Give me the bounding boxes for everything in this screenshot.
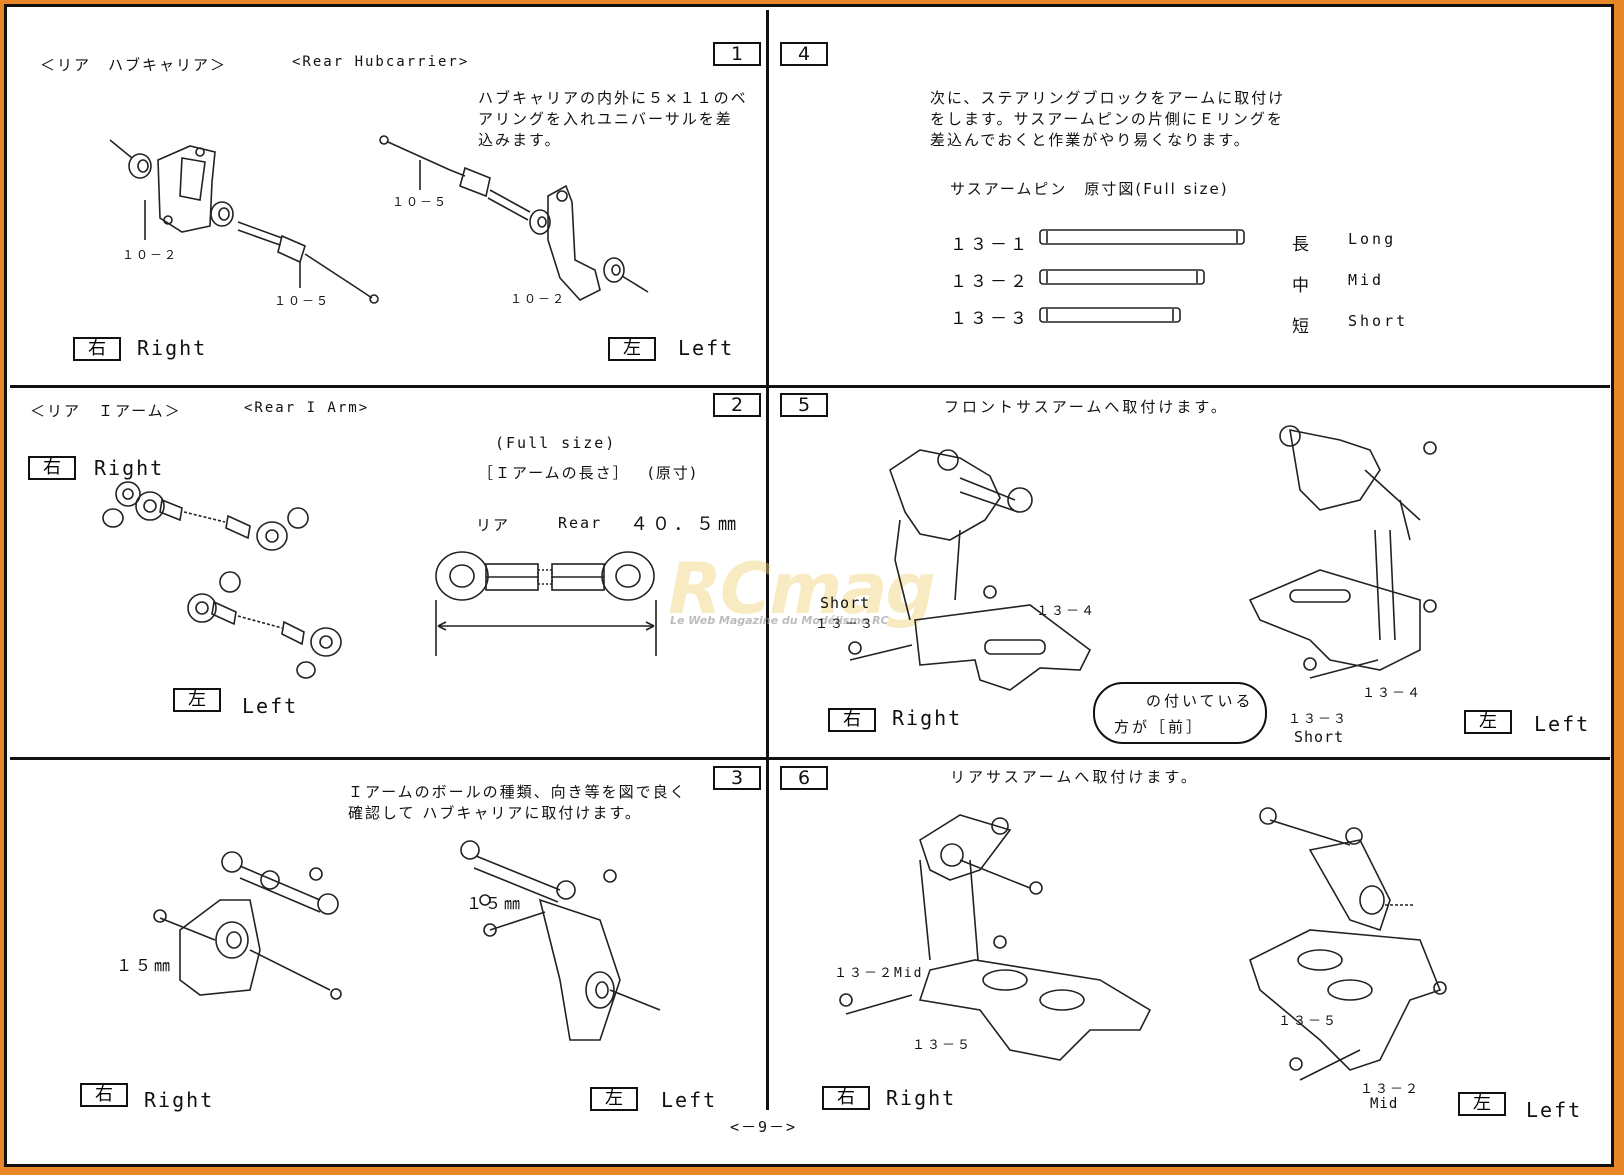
pin-size-en: Short — [1348, 312, 1409, 330]
front-arm-right-drawing — [848, 449, 1092, 691]
pin-size-kanji: 長 — [1292, 235, 1312, 255]
rear-arm-right-drawing — [839, 814, 1152, 1061]
right-label: Right — [144, 1088, 215, 1112]
hub-assembly-left-drawing — [460, 840, 661, 1041]
left-kanji-box: 左 — [173, 688, 221, 712]
part-label: １３－２ — [1360, 1082, 1421, 1097]
left-kanji-box: 左 — [590, 1087, 638, 1111]
pin-size-en: Mid — [1348, 271, 1385, 289]
right-kanji-box: 右 — [28, 456, 76, 480]
row-divider-2 — [10, 757, 1610, 760]
center-divider — [766, 10, 769, 1110]
page-frame — [4, 4, 1614, 1167]
pin-drawings — [1039, 229, 1245, 323]
step-number-6: 6 — [780, 766, 828, 790]
pin-code: １３－２ — [950, 272, 1030, 292]
section2-title-en: <Rear I Arm> — [244, 400, 370, 416]
row-divider-1 — [10, 385, 1610, 388]
step-number-4: 4 — [780, 42, 828, 66]
left-label: Left — [1526, 1098, 1583, 1122]
i-arm-left-drawing — [187, 571, 342, 679]
section2-title-jp: ＜リア Ｉアーム＞ — [30, 402, 182, 420]
step-number-3: 3 — [713, 766, 761, 790]
pin-code: １３－１ — [950, 235, 1030, 255]
step-number-2: 2 — [713, 393, 761, 417]
short-label: Short — [820, 594, 871, 612]
full-size-label: (Full size) — [495, 434, 617, 452]
front-note-line2: 方が［前］ — [1114, 718, 1205, 736]
mid-label: Mid — [1370, 1096, 1399, 1112]
left-kanji-box: 左 — [608, 337, 656, 361]
section6-instruction: リアサスアームへ取付けます。 — [950, 768, 1199, 786]
pin-size-en: Long — [1348, 230, 1397, 248]
front-note-oval — [1093, 682, 1267, 744]
hub-assembly-right-drawing — [153, 851, 342, 1000]
right-label: Right — [886, 1086, 957, 1110]
rear-label-jp: リア — [476, 516, 511, 534]
right-kanji-box: 右 — [73, 337, 121, 361]
pin-code: １３－３ — [950, 309, 1030, 329]
section3-instruction: Ｉアームのボールの種類、向き等を図で良く確認して ハブキャリアに取付けます。 — [348, 783, 687, 822]
i-arm-right-drawing — [102, 481, 309, 551]
section1-title-jp: ＜リア ハブキャリア＞ — [40, 56, 228, 74]
part-label: １０－５ — [274, 294, 331, 308]
step-number-5: 5 — [780, 393, 828, 417]
left-label: Left — [678, 336, 735, 360]
hub-carrier-right-drawing — [109, 139, 379, 304]
step-number-1: 1 — [713, 42, 761, 66]
part-label: １０－２ — [122, 248, 179, 262]
section1-title-en: <Rear Hubcarrier> — [292, 54, 470, 70]
front-arm-left-drawing — [1248, 425, 1437, 679]
front-note-line1: の付いている — [1146, 692, 1254, 710]
pin-title: サスアームピン 原寸図(Full size) — [950, 180, 1229, 198]
pin-size-kanji: 中 — [1292, 276, 1312, 296]
rear-arm-left-drawing — [1249, 807, 1447, 1081]
left-label: Left — [661, 1088, 718, 1112]
section5-instruction: フロントサスアームへ取付けます。 — [944, 398, 1229, 416]
part-label: １０－５ — [392, 195, 449, 209]
part-label: １０－２ — [510, 292, 567, 306]
left-label: Left — [1534, 712, 1591, 736]
part-label: １３－４ — [1362, 686, 1423, 701]
right-kanji-box: 右 — [828, 708, 876, 732]
right-kanji-box: 右 — [80, 1083, 128, 1107]
rear-label-en: Rear — [558, 514, 603, 532]
right-label: Right — [94, 456, 165, 480]
section4-instruction: 次に、ステアリングブロックをアームに取付けをします。サスアームピンの片側にＥリン… — [930, 89, 1286, 149]
pin-size-kanji: 短 — [1292, 317, 1312, 337]
left-kanji-box: 左 — [1458, 1092, 1506, 1116]
i-arm-full-size-drawing — [435, 551, 657, 656]
right-label: Right — [137, 336, 208, 360]
watermark-logo: RCmag — [668, 548, 936, 630]
right-label: Right — [892, 706, 963, 730]
dimension-label: １５㎜ — [116, 956, 174, 975]
watermark-tagline: Le Web Magazine du Modélisme RC — [670, 614, 889, 627]
left-label: Left — [242, 694, 299, 718]
length-label-jp: ［Ｉアームの長さ］ — [478, 464, 630, 482]
hub-carrier-left-drawing — [379, 135, 649, 301]
section1-instruction: ハブキャリアの内外に５×１１のベアリングを入れユニバーサルを差込みます。 — [478, 89, 748, 149]
left-kanji-box: 左 — [1464, 710, 1512, 734]
part-label: １３－５ — [912, 1038, 973, 1053]
part-label: １３－２Mid — [834, 966, 924, 981]
part-label: １３－３ — [1288, 712, 1349, 727]
part-label: １３－４ — [1036, 604, 1097, 619]
right-kanji-box: 右 — [822, 1086, 870, 1110]
genzun-label: (原寸) — [648, 464, 698, 482]
part-label: １３－３ — [815, 617, 876, 632]
page-number: <－9－> — [730, 1118, 798, 1136]
short-label: Short — [1294, 728, 1345, 746]
length-value: ４０．５㎜ — [630, 514, 740, 535]
